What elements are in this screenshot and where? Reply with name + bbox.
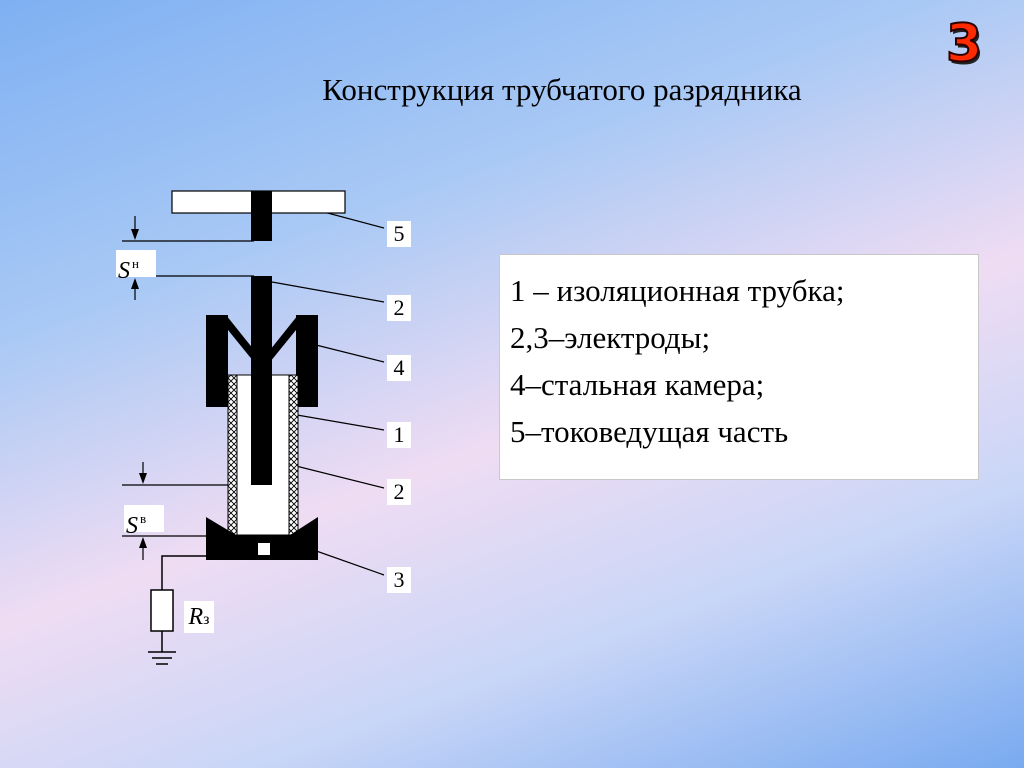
gap-top-sub: н	[132, 256, 139, 271]
gap-bottom-symbol: S	[126, 513, 138, 539]
leader-line-1	[296, 414, 385, 431]
steel-chamber-left-wall	[206, 315, 228, 407]
part-number-1: 1	[387, 422, 411, 448]
part-number-2-bottom: 2	[387, 479, 411, 505]
leader-line-2-top	[271, 281, 385, 303]
bottom-electrode	[206, 517, 318, 560]
gap-top-symbol: S	[118, 258, 130, 284]
steel-chamber-right-wall	[296, 315, 318, 407]
resistor-label: Rз	[184, 601, 214, 633]
leader-line-4	[315, 344, 385, 363]
gap-top-arrow-down	[131, 229, 139, 240]
leader-line-3	[304, 546, 385, 576]
legend-box: 1 – изоляционная трубка; 2,3–электроды; …	[499, 254, 979, 480]
legend-item-4: 5–токоведущая часть	[510, 414, 789, 449]
legend-item-2: 2,3–электроды;	[510, 320, 711, 355]
steel-chamber-left-shoulder	[206, 315, 254, 362]
legend-item-3: 4–стальная камера;	[510, 367, 765, 402]
part-number-3: 3	[387, 567, 411, 593]
ground-wire	[161, 555, 206, 590]
slide-number: 3	[945, 14, 983, 74]
leader-line-5	[319, 210, 385, 229]
part-number-2-top: 2	[387, 295, 411, 321]
dimension-arrows	[131, 229, 147, 548]
rod-electrode	[251, 276, 272, 485]
part-number-5: 5	[387, 221, 411, 247]
resistor-symbol: R	[188, 604, 204, 630]
steel-chamber-right-shoulder	[270, 315, 318, 362]
gap-top-arrow-up	[131, 278, 139, 289]
resistor-sub: з	[203, 611, 210, 628]
slide-title: Конструкция трубчатого разрядника	[322, 72, 802, 107]
grounding-resistor	[150, 589, 174, 632]
gap-bottom-arrow-up	[139, 537, 147, 548]
gap-bottom-arrow-down	[139, 473, 147, 484]
legend-item-1: 1 – изоляционная трубка;	[510, 273, 845, 308]
part-number-4: 4	[387, 355, 411, 381]
vent-opening	[258, 543, 270, 555]
gap-bottom-sub: в	[140, 511, 147, 526]
current-carrying-rod	[251, 191, 272, 241]
